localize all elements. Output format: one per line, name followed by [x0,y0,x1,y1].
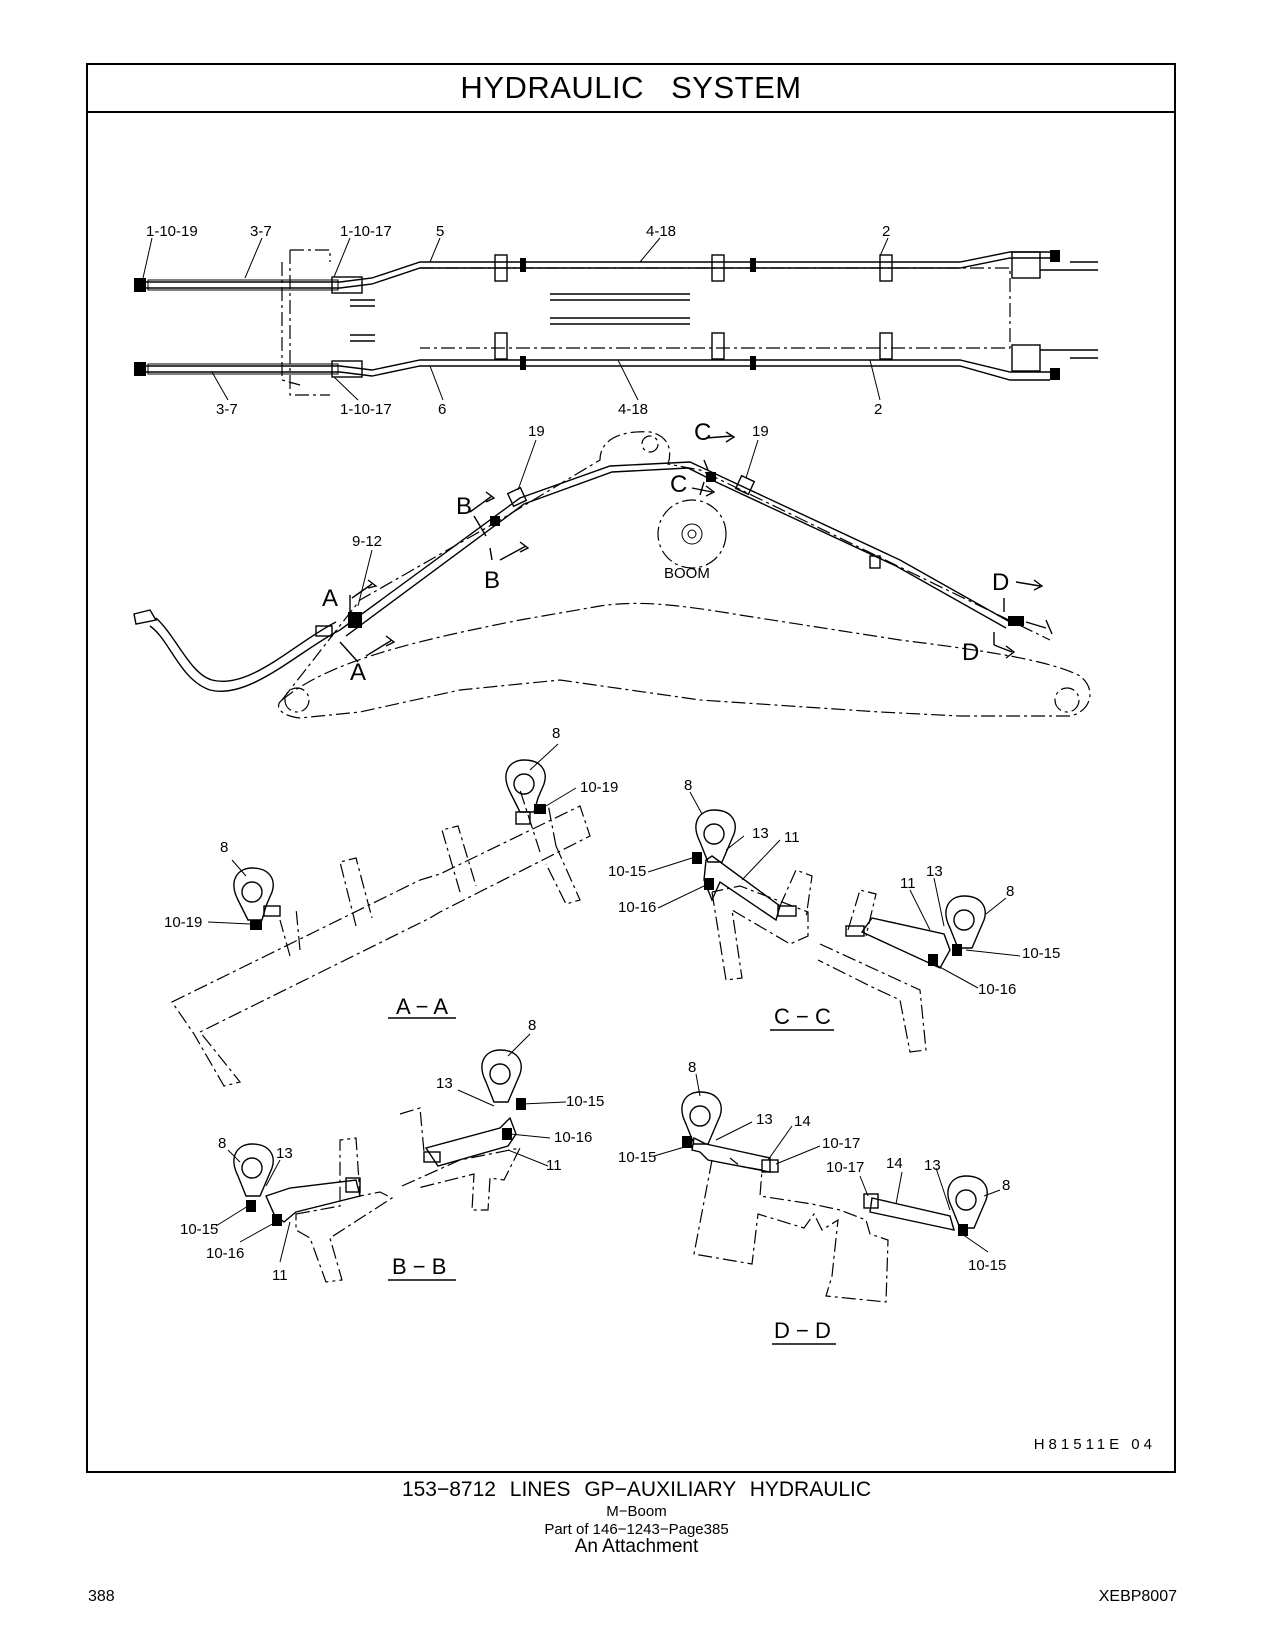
aa-label: 10-19 [164,914,202,931]
bb-label: 10-16 [206,1245,244,1262]
cc-label: 10-15 [1022,945,1060,962]
cc-label: 8 [684,777,692,794]
callout-9-12: 9-12 [352,533,382,550]
boom-label: BOOM [664,565,710,582]
dd-label: 10-17 [826,1159,864,1176]
top-plan-view: 1-10-19 3-7 1-10-17 5 4-18 2 3-7 1-10-17… [134,223,1098,418]
bb-label: 10-15 [566,1093,604,1110]
bb-label: 13 [436,1075,453,1092]
bottom-label: 6 [438,401,446,418]
cc-label: 10-15 [608,863,646,880]
cc-label: 13 [752,825,769,842]
bb-label: 11 [272,1267,288,1284]
dd-label: 10-15 [968,1257,1006,1274]
aa-label: 10-19 [580,779,618,796]
bb-label: 8 [528,1017,536,1034]
section-title-dd: D − D [774,1318,831,1343]
drawing-id: H81511E 04 [1033,1436,1156,1453]
dd-label: 8 [1002,1177,1010,1194]
caption-model: M−Boom [606,1503,667,1520]
top-label: 2 [882,223,890,240]
top-label: 4-18 [646,223,676,240]
section-title-cc: C − C [774,1004,831,1029]
cc-label: 11 [784,829,800,846]
section-mark-b: B [484,567,500,594]
aa-label: 8 [552,725,560,742]
cc-label: 10-16 [618,899,656,916]
page-title: HYDRAULIC SYSTEM [88,65,1174,113]
section-b-b: 8 13 10-15 10-16 11 8 13 10-15 10-16 11 … [180,1017,604,1284]
bb-label: 10-16 [554,1129,592,1146]
bb-label: 11 [546,1157,562,1174]
aa-label: 8 [220,839,228,856]
page-number: 388 [88,1588,115,1605]
section-mark-c: C [694,419,711,446]
dd-label: 10-17 [822,1135,860,1152]
section-title-aa: A − A [396,994,448,1019]
bb-label: 10-15 [180,1221,218,1238]
caption-part-title: 153−8712 LINES GP−AUXILIARY HYDRAULIC [401,1478,872,1501]
dd-label: 13 [756,1111,773,1128]
cc-label: 13 [926,863,943,880]
cc-label: 10-16 [978,981,1016,998]
section-mark-c: C [670,471,687,498]
top-label: 3-7 [250,223,272,240]
caption-attachment: An Attachment [574,1536,699,1557]
bottom-label: 4-18 [618,401,648,418]
section-d-d: 8 13 14 10-17 10-15 10-17 14 13 8 10-15 … [618,1059,1010,1345]
top-label: 5 [436,223,444,240]
section-a-a: 8 10-19 8 10-19 A − A [164,725,618,1087]
cc-label: 11 [900,875,916,892]
dd-label: 8 [688,1059,696,1076]
section-mark-d: D [992,569,1009,596]
top-label: 1-10-19 [146,223,198,240]
top-label: 1-10-17 [340,223,392,240]
section-title-bb: B − B [392,1254,446,1279]
bottom-label: 2 [874,401,882,418]
bb-label: 8 [218,1135,226,1152]
section-mark-a: A [350,659,366,686]
bottom-label: 1-10-17 [340,401,392,418]
section-mark-d: D [962,639,979,666]
callout-19: 19 [528,423,545,440]
dd-label: 14 [794,1113,811,1130]
section-mark-b: B [456,493,472,520]
section-mark-a: A [322,585,338,612]
callout-19: 19 [752,423,769,440]
bottom-label: 3-7 [216,401,238,418]
dd-label: 10-15 [618,1149,656,1166]
dd-label: 14 [886,1155,903,1172]
cc-label: 8 [1006,883,1014,900]
bb-label: 13 [276,1145,293,1162]
dd-label: 13 [924,1157,941,1174]
boom-side-view: BOOM 19 19 9-12 A A B B C C D D [133,419,1091,719]
illustration-frame: HYDRAULIC SYSTEM H81511E 04 [86,63,1176,1473]
section-c-c: 8 13 11 10-15 10-16 11 13 8 10-15 10-16 … [608,777,1060,1053]
document-code: XEBP8007 [1098,1588,1177,1605]
caption-parent-ref: Part of 146−1243−Page385 [544,1521,729,1538]
